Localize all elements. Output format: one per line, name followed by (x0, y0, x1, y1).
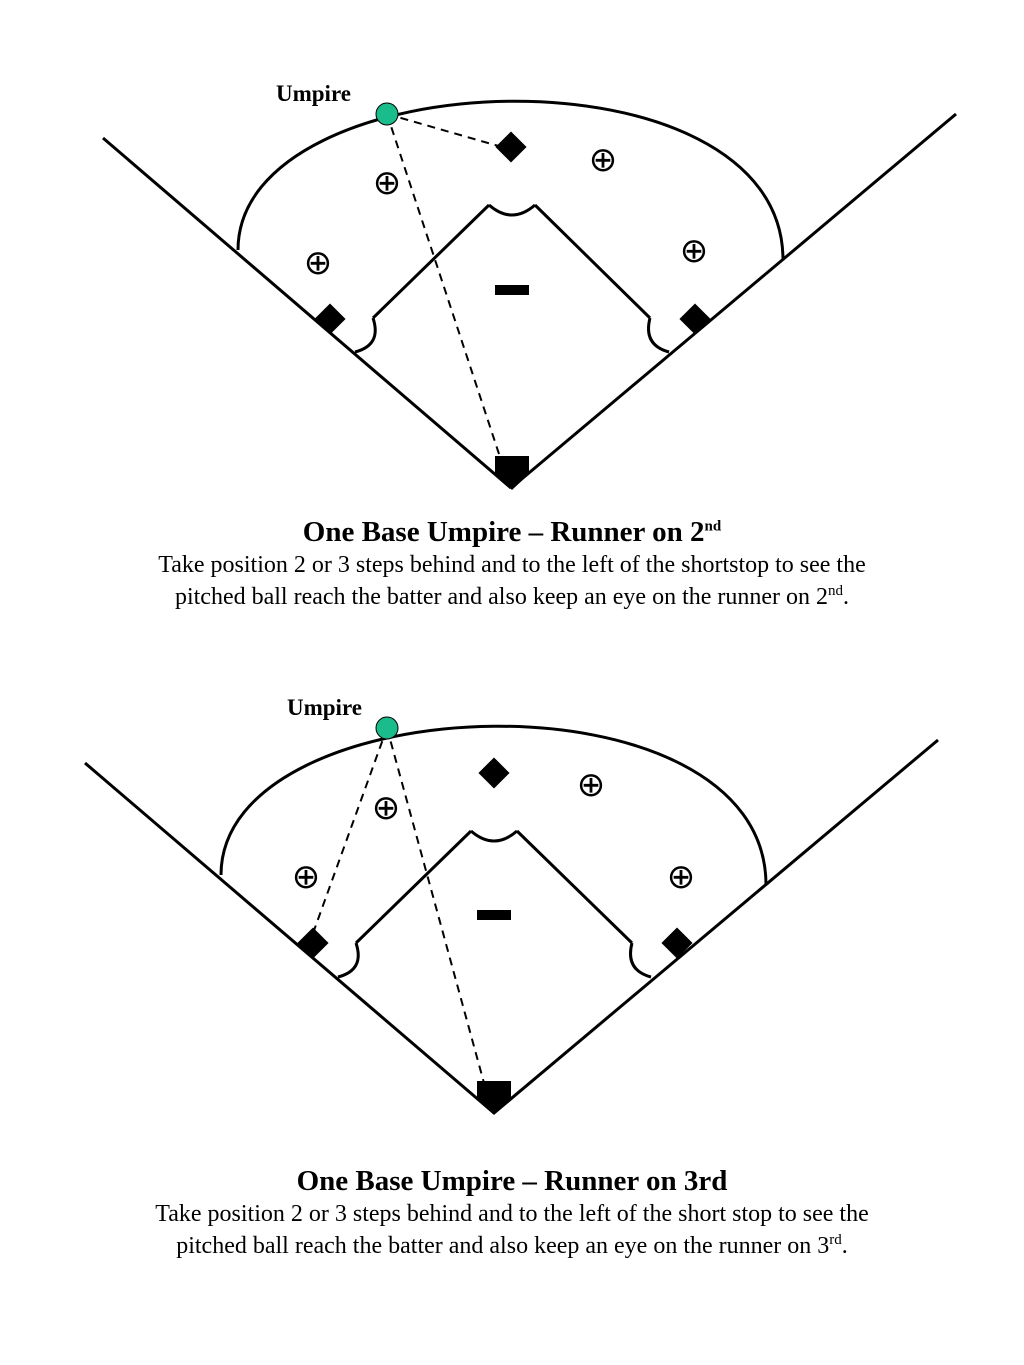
pitcher-mark (477, 910, 511, 920)
field-diagram-1: ⊕ ⊕ ⊕ ⊕ Umpire (102, 81, 957, 490)
third-base-cutout (354, 317, 377, 354)
sight-line-to-home (386, 727, 485, 1084)
umpire-label: Umpire (287, 695, 362, 720)
first-base (679, 303, 711, 335)
caption-line-1: Take position 2 or 3 steps behind and to… (155, 1201, 869, 1227)
infield-right-line (515, 829, 634, 945)
caption-line-2: pitched ball reach the batter and also k… (176, 1232, 848, 1260)
fielder-shortstop: ⊕ (373, 163, 402, 203)
infield-left-line (371, 203, 491, 320)
fielder-shortstop: ⊕ (372, 788, 401, 828)
third-base-foul-line (84, 761, 495, 1115)
pitcher-mark (495, 285, 529, 295)
outfield-arc (236, 99, 785, 261)
third-base-foul-line (102, 136, 512, 490)
first-base-foul-line (510, 112, 957, 490)
sight-line-to-home (386, 113, 501, 458)
third-base (297, 927, 329, 959)
caption-line-1: Take position 2 or 3 steps behind and to… (158, 552, 866, 578)
diagram-runner-on-second: ⊕ ⊕ ⊕ ⊕ Umpire One Base Umpire – Runner … (0, 0, 1024, 640)
caption-title: One Base Umpire – Runner on 3rd (296, 1165, 728, 1197)
third-base-cutout (337, 942, 360, 979)
caption-2: One Base Umpire – Runner on 3rd Take pos… (0, 1164, 1024, 1262)
field-diagram-2: ⊕ ⊕ ⊕ ⊕ Umpire (84, 695, 939, 1115)
fielder-third-baseman: ⊕ (292, 857, 321, 897)
umpire-label: Umpire (276, 81, 351, 106)
outfield-arc (219, 724, 768, 886)
caption-title: One Base Umpire – Runner on 2nd (302, 516, 722, 548)
home-plate (477, 1081, 511, 1115)
diagram-runner-on-third: ⊕ ⊕ ⊕ ⊕ Umpire One Base Umpire – Runner … (0, 640, 1024, 1365)
umpire-marker (375, 102, 399, 126)
infield-right-line (533, 203, 652, 320)
caption-1: One Base Umpire – Runner on 2nd Take pos… (0, 515, 1024, 613)
third-base (314, 303, 346, 335)
infield-left-line (354, 829, 473, 945)
first-base (661, 927, 693, 959)
umpire-marker (375, 716, 399, 740)
fielder-second-baseman: ⊕ (589, 140, 618, 180)
sight-line-to-second (386, 113, 503, 148)
home-plate (495, 456, 529, 490)
caption-line-2: pitched ball reach the batter and also k… (174, 583, 850, 611)
first-base-cutout (629, 942, 652, 979)
second-base (478, 757, 510, 789)
fielder-third-baseman: ⊕ (304, 243, 333, 283)
sight-line-to-third (311, 727, 388, 937)
fielder-second-baseman: ⊕ (577, 765, 606, 805)
fielder-first-baseman: ⊕ (680, 231, 709, 271)
fielder-first-baseman: ⊕ (667, 857, 696, 897)
first-base-foul-line (493, 738, 939, 1115)
first-base-cutout (647, 317, 670, 354)
second-base-cutout (488, 203, 536, 217)
second-base-cutout (470, 829, 518, 843)
